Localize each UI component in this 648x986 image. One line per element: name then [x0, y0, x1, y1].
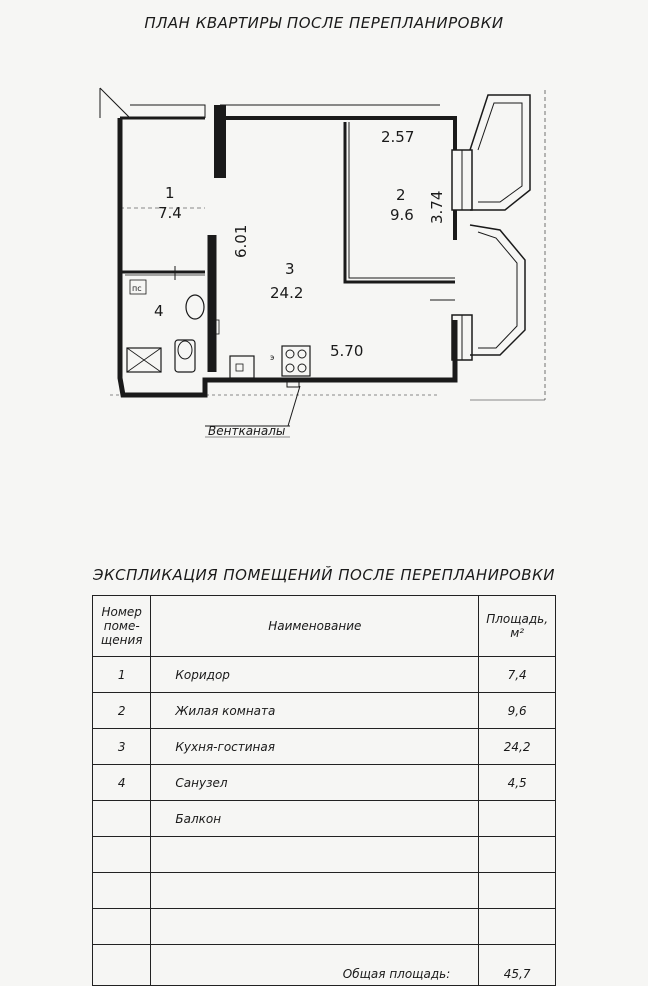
- ps-mark: пс: [132, 284, 142, 293]
- plan-title: ПЛАН КВАРТИРЫ ПОСЛЕ ПЕРЕПЛАНИРОВКИ: [144, 14, 504, 32]
- row-name: Жилая комната: [150, 692, 480, 729]
- row-area: [478, 872, 556, 909]
- stove: [281, 345, 311, 377]
- row-name: [150, 836, 480, 873]
- table-row: 3 Кухня-гостиная 24,2: [91, 728, 556, 765]
- room3-number: 3: [285, 260, 295, 278]
- room4-number: 4: [154, 302, 164, 320]
- shower-tray: [126, 347, 162, 373]
- room1-number: 1: [165, 184, 175, 202]
- room2-partition: [343, 122, 455, 284]
- row-number: [91, 836, 152, 873]
- floor-plan: 1 7.4 2 9.6 3 24.2 4 2.57 3.74 6.01 5.70…: [99, 87, 546, 438]
- row-area: 9,6: [478, 692, 556, 729]
- table-row: 1 Коридор 7,4: [91, 656, 556, 693]
- dim-height-room3: 6.01: [232, 225, 250, 258]
- row-number: [91, 872, 152, 909]
- total-value: 45,7: [478, 944, 556, 986]
- vent-label: Вентканалы: [208, 424, 285, 438]
- row-name: Санузел: [150, 764, 480, 801]
- room3-area: 24.2: [270, 284, 303, 302]
- header-name: Наименование: [150, 595, 480, 657]
- row-number: 1: [91, 656, 152, 693]
- table-header-row: Номер поме- щения Наименование Площадь, …: [91, 595, 556, 657]
- table-row: [91, 908, 556, 945]
- row-area: [478, 800, 556, 837]
- row-number: 4: [91, 764, 152, 801]
- table-row: 2 Жилая комната 9,6: [91, 692, 556, 729]
- dim-width-room2: 2.57: [381, 128, 414, 146]
- row-name: Кухня-гостиная: [150, 728, 480, 765]
- room2-number: 2: [396, 186, 406, 204]
- table-row: [91, 872, 556, 909]
- total-label: Общая площадь:: [150, 944, 480, 986]
- balcony-bay: [469, 94, 531, 211]
- row-number: 3: [91, 728, 152, 765]
- table-row: Балкон: [91, 800, 556, 837]
- header-area: Площадь, м²: [478, 595, 556, 657]
- table-row: 4 Санузел 4,5: [91, 764, 556, 801]
- dim-width-room3: 5.70: [330, 342, 363, 360]
- explication-table: Номер поме- щения Наименование Площадь, …: [91, 595, 556, 986]
- row-number: [91, 800, 152, 837]
- row-area: 7,4: [478, 656, 556, 693]
- row-name: Балкон: [150, 800, 480, 837]
- row-name: [150, 872, 480, 909]
- vent-channel: [286, 379, 300, 388]
- explication-title: ЭКСПЛИКАЦИЯ ПОМЕЩЕНИЙ ПОСЛЕ ПЕРЕПЛАНИРОВ…: [93, 566, 555, 584]
- header-number: Номер поме- щения: [91, 595, 152, 657]
- room2-area: 9.6: [390, 206, 414, 224]
- outer-wall: [117, 118, 458, 398]
- total-row: Общая площадь: 45,7: [91, 944, 556, 986]
- row-area: [478, 908, 556, 945]
- row-area: 4,5: [478, 764, 556, 801]
- dim-height-room2: 3.74: [428, 191, 446, 224]
- row-name: Коридор: [150, 656, 480, 693]
- row-number: [91, 908, 152, 945]
- row-name: [150, 908, 480, 945]
- stove-mark: э: [270, 353, 274, 362]
- toilet: [177, 340, 193, 360]
- row-area: 24,2: [478, 728, 556, 765]
- kitchen-sink: [229, 355, 255, 379]
- sink: [185, 294, 205, 320]
- row-area: [478, 836, 556, 873]
- row-number: 2: [91, 692, 152, 729]
- table-row: [91, 836, 556, 873]
- room1-area: 7.4: [158, 204, 182, 222]
